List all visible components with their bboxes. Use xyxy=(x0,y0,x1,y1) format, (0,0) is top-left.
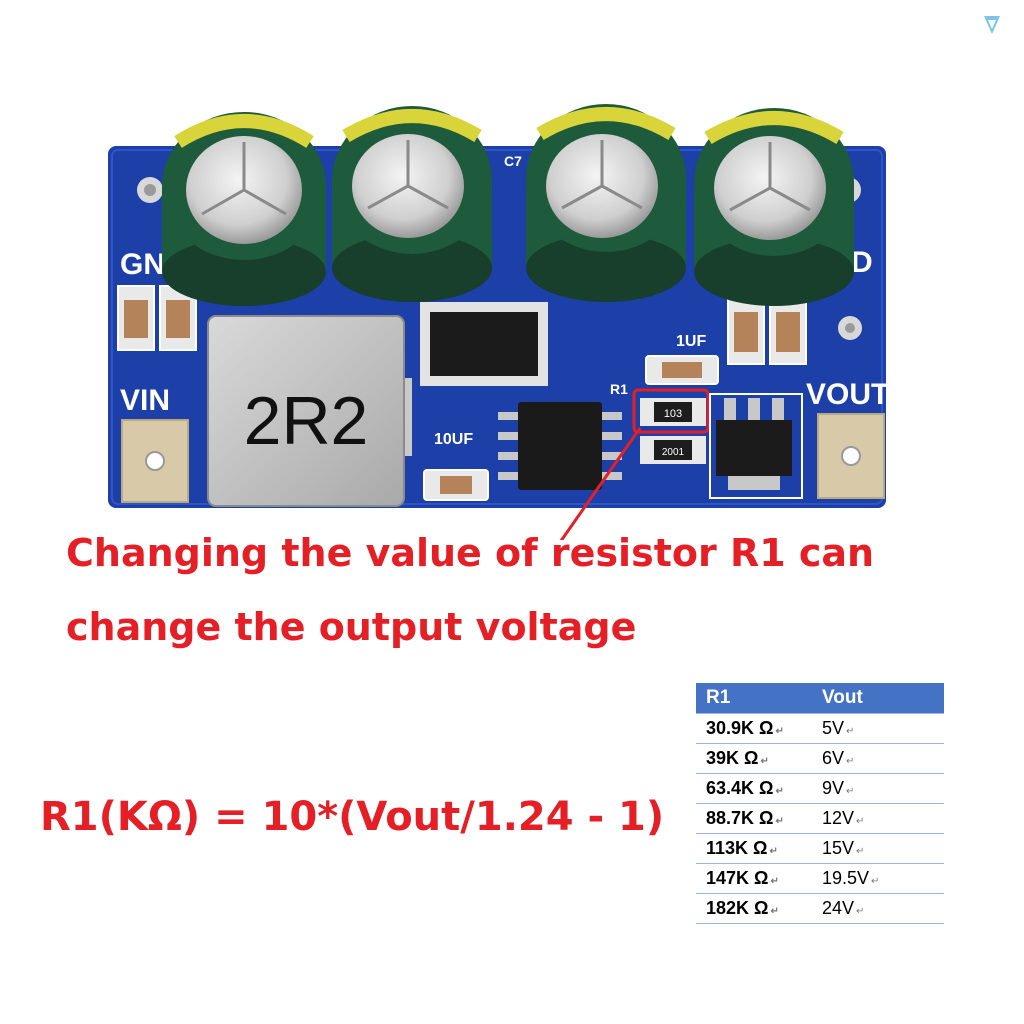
r1-value: 182K Ω xyxy=(706,898,769,918)
watermark-logo-icon xyxy=(984,16,1000,34)
resistor-bottom: 2001 xyxy=(640,436,706,464)
table-row: 30.9K Ω↵ 5V↵ xyxy=(696,713,944,744)
vin-label: VIN xyxy=(120,384,170,417)
mounting-hole-mid-right xyxy=(838,316,862,340)
paragraph-mark-icon: ↵ xyxy=(856,906,865,917)
electrolytic-capacitor-1 xyxy=(162,112,326,306)
r1-board-label: R1 xyxy=(610,381,628,397)
inductor-marking: 2R2 xyxy=(244,383,369,459)
paragraph-mark-icon: ↵ xyxy=(775,816,784,827)
paragraph-mark-icon: ↵ xyxy=(871,876,880,887)
r1-pointer-line xyxy=(559,427,642,540)
resistor-r1-marking: 103 xyxy=(664,408,682,420)
diode xyxy=(420,302,548,386)
table-row: 113K Ω↵ 15V↵ xyxy=(696,833,944,864)
voltage-regulator xyxy=(709,393,803,499)
r1-value: 30.9K Ω xyxy=(706,718,774,738)
vin-pad xyxy=(121,419,189,503)
vout-value: 5V xyxy=(822,718,845,738)
inductor: 2R2 xyxy=(207,315,412,507)
mounting-hole-top-left xyxy=(137,177,163,203)
table-row: 182K Ω↵ 24V↵ xyxy=(696,893,944,924)
caption-line-2: change the output voltage xyxy=(66,605,637,649)
vout-value: 24V xyxy=(822,898,855,918)
smd-capacitor-1uf xyxy=(645,355,719,385)
paragraph-mark-icon: ↵ xyxy=(769,846,778,857)
paragraph-mark-icon: ↵ xyxy=(770,906,779,917)
r1-vout-table: R1 Vout 30.9K Ω↵ 5V↵ 39K Ω↵ 6V↵ 63.4K Ω↵… xyxy=(696,683,944,924)
electrolytic-capacitor-4 xyxy=(694,108,854,306)
table-row: 147K Ω↵ 19.5V↵ xyxy=(696,863,944,894)
formula: R1(KΩ) = 10*(Vout/1.24 - 1) xyxy=(40,794,665,840)
r1-value: 39K Ω xyxy=(706,748,759,768)
r1-value: 113K Ω xyxy=(706,838,768,858)
vout-value: 9V xyxy=(822,778,845,798)
paragraph-mark-icon: ↵ xyxy=(760,756,769,767)
caption-line-1: Changing the value of resistor R1 can xyxy=(66,531,875,575)
smd-capacitor-right-pair xyxy=(727,297,807,365)
r1-value: 147K Ω xyxy=(706,868,769,888)
1uf-label: 1UF xyxy=(676,333,706,350)
r1-highlight-box xyxy=(632,388,710,434)
vout-pad xyxy=(817,413,885,499)
resistor-r1: 103 xyxy=(640,398,706,426)
paragraph-mark-icon: ↵ xyxy=(846,726,855,737)
paragraph-mark-icon: ↵ xyxy=(770,876,779,887)
r1-value: 63.4K Ω xyxy=(706,778,774,798)
resistor-bottom-marking: 2001 xyxy=(662,447,685,458)
vout-value: 6V xyxy=(822,748,845,768)
header-r1: R1 xyxy=(696,683,812,714)
paragraph-mark-icon: ↵ xyxy=(856,816,865,827)
10uf-label: 10UF xyxy=(434,431,473,448)
pcb-photo: GND GND VIN VOUT C7 R1 1UF 10UF 2R2 xyxy=(108,104,889,540)
paragraph-mark-icon: ↵ xyxy=(846,756,855,767)
paragraph-mark-icon: ↵ xyxy=(775,786,784,797)
vout-value: 12V xyxy=(822,808,855,828)
paragraph-mark-icon: ↵ xyxy=(856,846,865,857)
paragraph-mark-icon: ↵ xyxy=(846,786,855,797)
vout-label: VOUT xyxy=(806,378,889,411)
c7-label: C7 xyxy=(504,153,522,169)
header-vout: Vout xyxy=(812,683,944,714)
table-row: 88.7K Ω↵ 12V↵ xyxy=(696,803,944,834)
vout-value: 19.5V xyxy=(822,868,870,888)
r1-value: 88.7K Ω xyxy=(706,808,774,828)
smd-capacitor-left-pair xyxy=(117,285,197,351)
electrolytic-capacitor-2 xyxy=(332,106,492,302)
table-row: 39K Ω↵ 6V↵ xyxy=(696,743,944,774)
table-header-row: R1 Vout xyxy=(696,683,944,714)
vout-value: 15V xyxy=(822,838,855,858)
paragraph-mark-icon: ↵ xyxy=(775,726,784,737)
table-row: 63.4K Ω↵ 9V↵ xyxy=(696,773,944,804)
ic-chip xyxy=(498,402,622,490)
smd-capacitor-10uf xyxy=(423,469,489,501)
electrolytic-capacitor-3 xyxy=(526,104,686,302)
